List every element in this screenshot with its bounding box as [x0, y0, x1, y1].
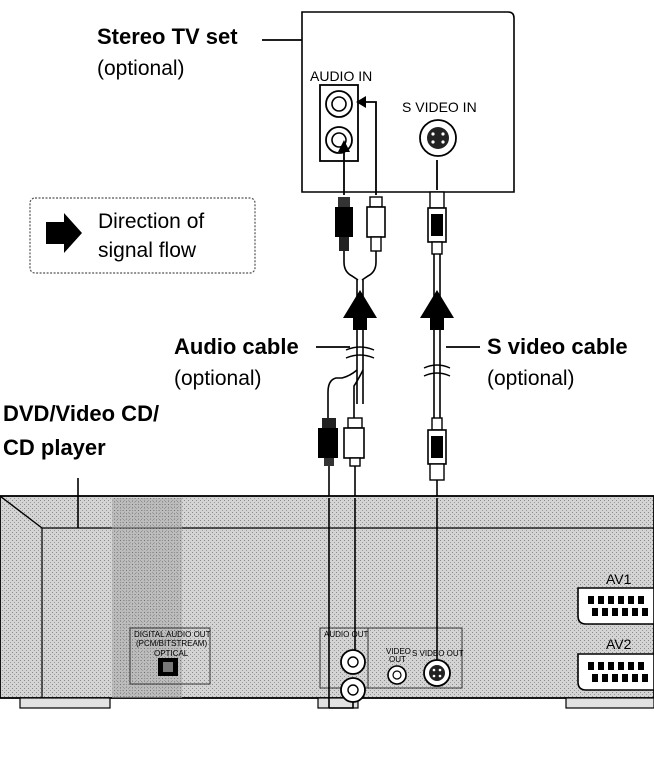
audio-in-label: AUDIO IN: [310, 68, 373, 84]
audio-cable-optional-label: (optional): [174, 367, 262, 390]
s-video-cable-optional-label: (optional): [487, 367, 575, 390]
tv-title-label: Stereo TV set: [97, 24, 238, 49]
s-video-flow-arrow-icon: [420, 290, 454, 330]
s-video-in-label: S VIDEO IN: [402, 99, 477, 115]
video-out-label-line-2: OUT: [389, 655, 406, 664]
optical-label: OPTICAL: [154, 649, 189, 658]
tv-audio-in-jacks: [319, 84, 359, 162]
audio-cable: [316, 196, 386, 498]
s-video-cable: [420, 191, 480, 498]
audio-out-label: AUDIO OUT: [324, 630, 369, 639]
arrow-icon: [46, 213, 82, 253]
player-input-lines: [328, 498, 438, 709]
digital-audio-out-label: DIGITAL AUDIO OUT: [134, 630, 211, 639]
legend-line-1: Direction of: [98, 210, 205, 233]
audio-flow-arrow-icon: [343, 290, 377, 330]
audio-out-jack-left: [340, 649, 366, 675]
tv-s-video-in-jack: [419, 119, 457, 157]
av2-label: AV2: [606, 636, 632, 652]
player-title-line-1: DVD/Video CD/: [3, 401, 160, 426]
player-title-line-2: CD player: [3, 435, 106, 460]
av1-label: AV1: [606, 571, 632, 587]
audio-video-out-section: [319, 627, 463, 703]
tv-input-arrows: [338, 96, 438, 195]
tv-optional-label: (optional): [97, 57, 185, 80]
s-video-out-label: S VIDEO OUT: [412, 649, 464, 658]
video-out-label-line-1: VIDEO: [386, 647, 411, 656]
audio-cable-label: Audio cable: [174, 334, 299, 359]
digital-audio-out-section: [129, 627, 211, 685]
av2-scart-connector: [577, 653, 654, 691]
signal-flow-legend: [29, 197, 256, 274]
legend-line-2: signal flow: [98, 239, 197, 262]
s-video-cable-label: S video cable: [487, 334, 628, 359]
digital-audio-out-format-label: (PCM/BITSTREAM): [136, 639, 208, 648]
audio-out-jack-right: [340, 677, 366, 703]
video-out-jack: [387, 665, 407, 685]
player-panel: [0, 478, 654, 709]
av1-scart-connector: [577, 587, 654, 625]
